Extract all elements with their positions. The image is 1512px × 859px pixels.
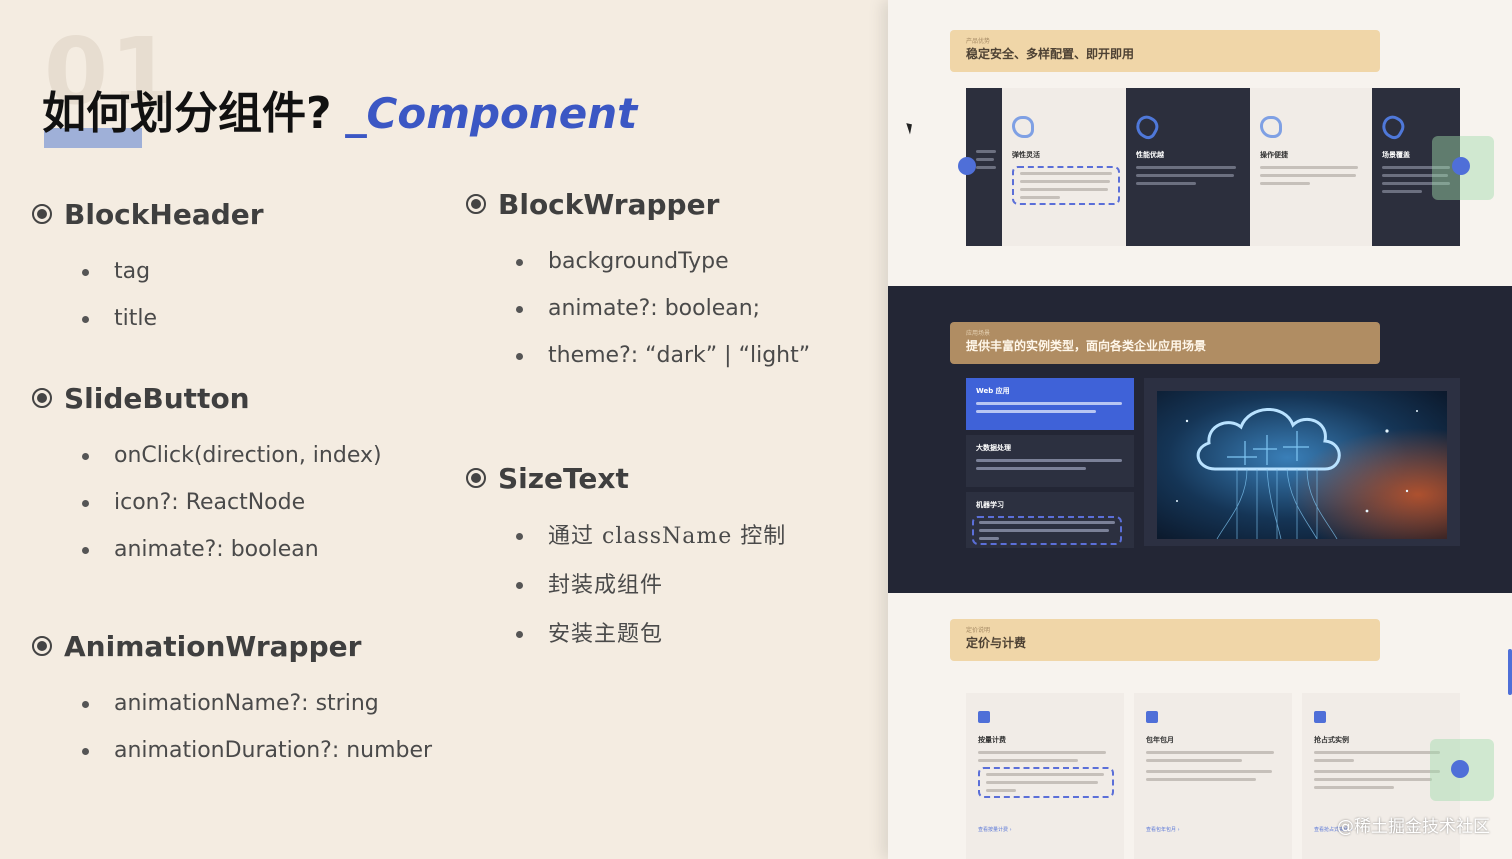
list-item: backgroundType [516, 238, 810, 285]
highlight-dashed-box [972, 516, 1122, 545]
feature-card[interactable]: 性能优越 [1126, 88, 1250, 246]
list-item: animate?: boolean [82, 526, 382, 573]
group-item-list: tag title [82, 248, 264, 342]
pricing-link[interactable]: 查看按量计费 › [978, 827, 1012, 833]
operation-icon [1260, 116, 1282, 138]
highlight-dashed-box [978, 767, 1114, 798]
spot-instance-icon [1314, 711, 1326, 723]
elastic-icon [1012, 116, 1034, 138]
website-preview: 产品优势 稳定安全、多样配置、即开即用 弹性灵活 [888, 0, 1512, 859]
section-banner: 产品优势 稳定安全、多样配置、即开即用 [950, 30, 1380, 72]
scenario-menu: Web 应用 大数据处理 机器学习 [966, 378, 1134, 553]
preview-section-pricing: 定价说明 定价与计费 按量计费 查看按量计费 › 包年包月 [888, 593, 1512, 859]
scenario-image [1144, 378, 1460, 546]
list-item: onClick(direction, index) [82, 432, 382, 479]
list-item: 封装成组件 [516, 561, 786, 610]
feature-card[interactable]: 操作便捷 [1250, 88, 1372, 246]
feature-card[interactable]: 弹性灵活 [1002, 88, 1126, 246]
section-banner: 应用场景 提供丰富的实例类型，面向各类企业应用场景 [950, 322, 1380, 364]
radio-bullet-icon [32, 388, 52, 408]
pricing-card[interactable]: 包年包月 查看包年包月 › [1134, 693, 1292, 859]
pay-as-you-go-icon [978, 711, 990, 723]
group-item-list: animationName?: string animationDuration… [82, 680, 432, 774]
slide-title: 如何划分组件? _Component [42, 86, 637, 142]
slide-next-button[interactable] [1451, 760, 1469, 778]
group-item-list: onClick(direction, index) icon?: ReactNo… [82, 432, 382, 573]
radio-bullet-icon [466, 468, 486, 488]
banner-title: 定价与计费 [966, 636, 1027, 650]
radio-bullet-icon [32, 636, 52, 656]
scenario-icon [1377, 111, 1409, 143]
group-item-list: 通过 className 控制 封装成组件 安装主题包 [516, 512, 786, 659]
slide-panel: 01 如何划分组件? _Component BlockHeader tag tit… [32, 18, 811, 774]
group-item-list: backgroundType animate?: boolean; theme?… [516, 238, 810, 379]
title-underline-accent [44, 128, 142, 148]
group-blockheader: BlockHeader tag title [32, 194, 264, 342]
scenario-menu-item[interactable]: Web 应用 [966, 378, 1134, 430]
banner-tag: 产品优势 [966, 38, 991, 45]
section-banner: 定价说明 定价与计费 [950, 619, 1380, 661]
feature-carousel: 弹性灵活 性能优越 操作便捷 [966, 88, 1460, 246]
feature-card[interactable]: 场景覆盖 [1372, 88, 1460, 246]
list-item: title [82, 295, 264, 342]
pricing-link[interactable]: 查看包年包月 › [1146, 827, 1180, 833]
section-number: 01 [44, 18, 177, 125]
list-item: theme?: “dark” | “light” [516, 332, 810, 379]
group-animationwrapper: AnimationWrapper animationName?: string … [32, 626, 432, 774]
performance-icon [1131, 111, 1163, 143]
group-heading: AnimationWrapper [32, 626, 432, 666]
pricing-card[interactable]: 抢占式实例 查看抢占式实例 › [1302, 693, 1460, 859]
pricing-cards: 按量计费 查看按量计费 › 包年包月 查看包年包月 › [966, 693, 1460, 859]
group-heading: SizeText [466, 458, 786, 498]
pricing-card[interactable]: 按量计费 查看按量计费 › [966, 693, 1124, 859]
banner-title: 稳定安全、多样配置、即开即用 [966, 47, 1135, 61]
list-item: 通过 className 控制 [516, 512, 786, 561]
side-tab-handle[interactable] [1508, 649, 1512, 695]
list-item: tag [82, 248, 264, 295]
group-heading: BlockHeader [32, 194, 264, 234]
list-item: animationName?: string [82, 680, 432, 727]
subscription-icon [1146, 711, 1158, 723]
banner-tag: 应用场景 [966, 330, 991, 337]
preview-section-advantages: 产品优势 稳定安全、多样配置、即开即用 弹性灵活 [888, 0, 1512, 286]
radio-bullet-icon [466, 194, 486, 214]
slide-next-button[interactable] [1452, 157, 1470, 175]
highlight-dashed-box [1012, 166, 1120, 205]
radio-bullet-icon [32, 204, 52, 224]
list-item: 安装主题包 [516, 610, 786, 659]
cloud-circuit-illustration [1157, 391, 1447, 539]
banner-tag: 定价说明 [966, 627, 991, 634]
scenario-menu-item[interactable]: 机器学习 [966, 492, 1134, 548]
scenario-menu-item[interactable]: 大数据处理 [966, 435, 1134, 487]
list-item: icon?: ReactNode [82, 479, 382, 526]
slide-title-en: _Component [345, 89, 638, 138]
slide-title-cn: 如何划分组件? [42, 88, 332, 139]
list-item: animate?: boolean; [516, 285, 810, 332]
group-slidebutton: SlideButton onClick(direction, index) ic… [32, 378, 382, 573]
pricing-link[interactable]: 查看抢占式实例 › [1314, 827, 1353, 833]
group-heading: BlockWrapper [466, 184, 810, 224]
slide-prev-button[interactable] [958, 157, 976, 175]
group-sizetext: SizeText 通过 className 控制 封装成组件 安装主题包 [466, 458, 786, 659]
preview-section-scenarios: 应用场景 提供丰富的实例类型，面向各类企业应用场景 Web 应用 大数据处理 机… [888, 286, 1512, 593]
group-blockwrapper: BlockWrapper backgroundType animate?: bo… [466, 184, 810, 379]
group-heading: SlideButton [32, 378, 382, 418]
watermark: @稀土掘金技术社区 [1337, 817, 1490, 837]
banner-title: 提供丰富的实例类型，面向各类企业应用场景 [966, 339, 1207, 353]
list-item: animationDuration?: number [82, 727, 432, 774]
